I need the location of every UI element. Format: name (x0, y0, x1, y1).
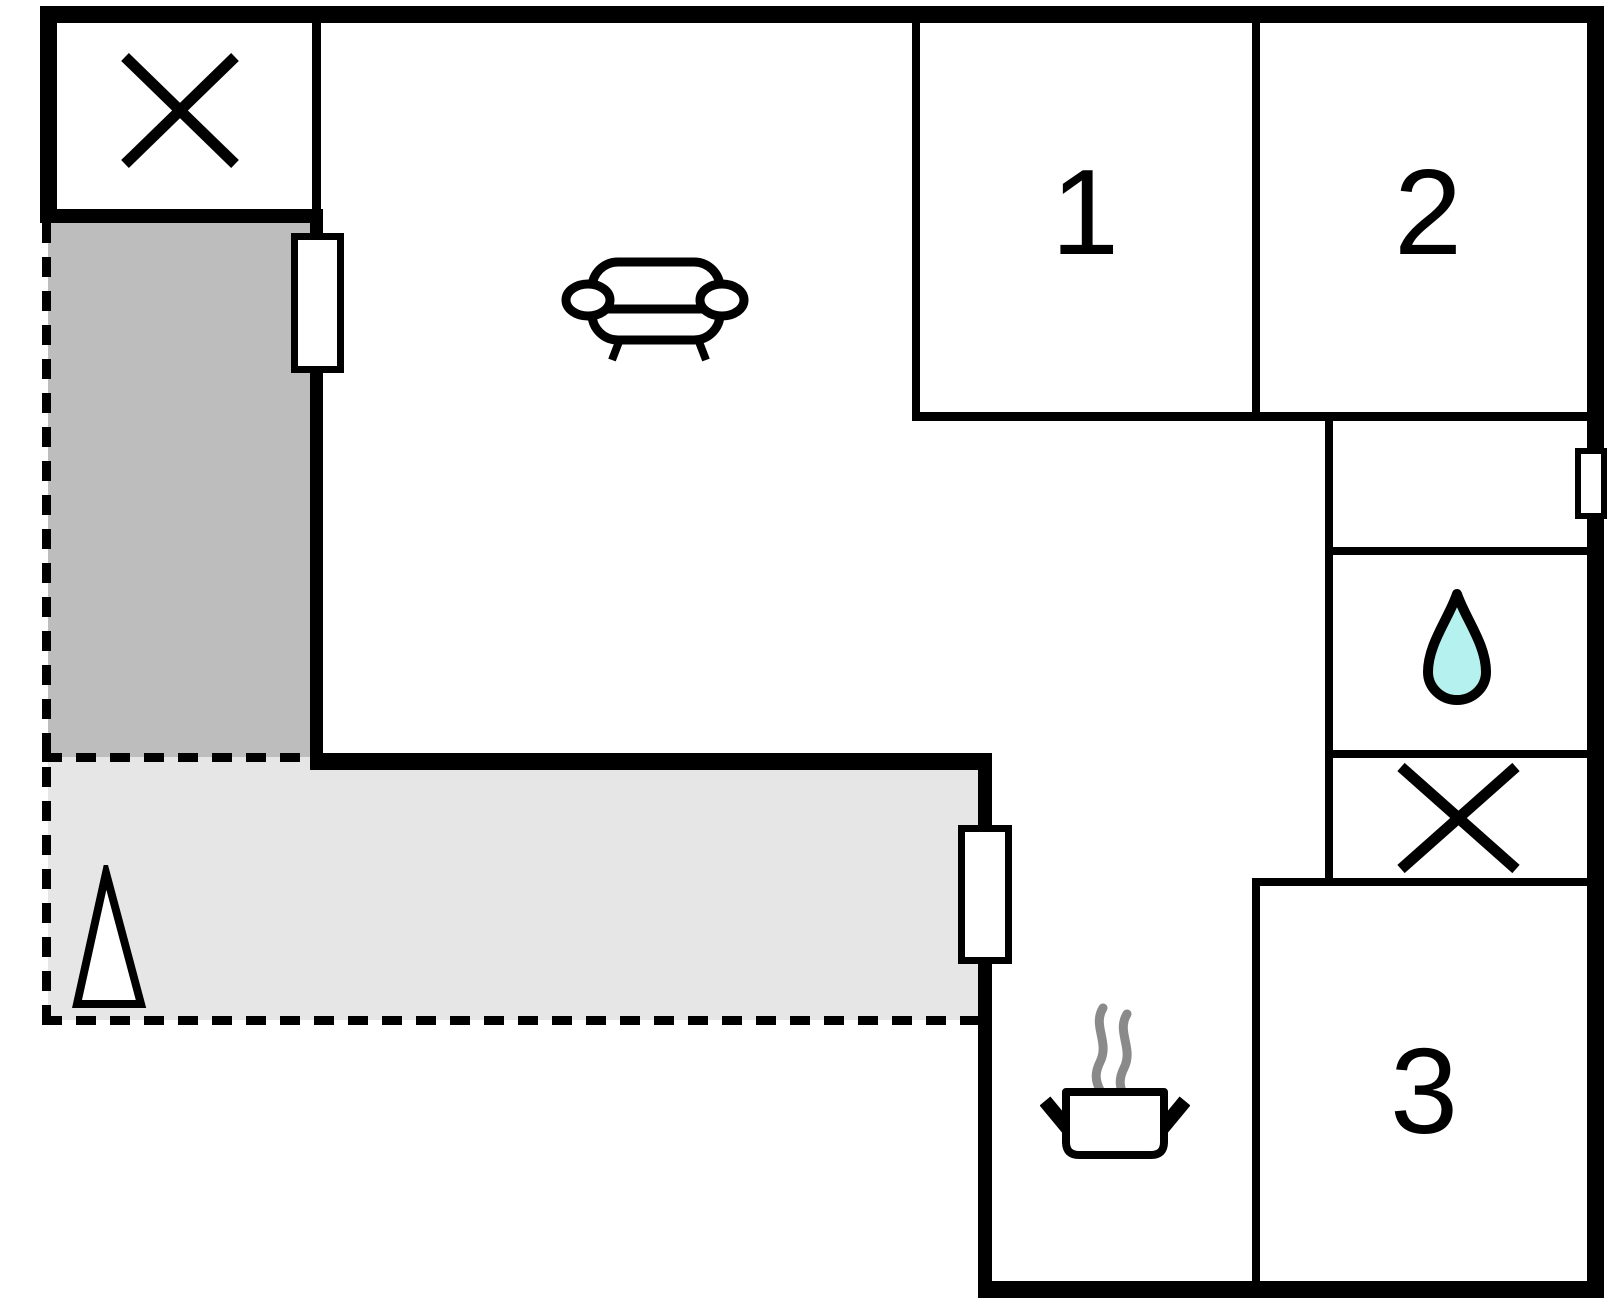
terrace-dashed-border-bottom (42, 1016, 978, 1025)
steam-icon (1091, 1003, 1108, 1095)
wall-right (1587, 6, 1604, 1298)
wall-bedrooms-south (912, 412, 1604, 421)
wall-bedroom3-north (1252, 878, 1587, 886)
covered-terrace-area (48, 223, 310, 757)
room-1-label: 1 (1051, 144, 1119, 280)
crossed-out-area-icon (121, 53, 239, 168)
wall-hallway-west (1325, 412, 1333, 886)
room-3-label: 3 (1390, 1023, 1458, 1159)
wall-top (40, 6, 1604, 23)
terrace-dashed-divider (42, 753, 310, 762)
terrace-dashed-border-left (42, 223, 51, 1025)
open-terrace-area (48, 757, 978, 1020)
sofa-icon (561, 257, 749, 362)
wall-hallway-bathroom-divider (1333, 547, 1587, 555)
wall-annex-left (40, 6, 57, 223)
cooking-pot-icon (1040, 1003, 1190, 1159)
wall-annex-right (312, 23, 321, 209)
water-drop-icon (1423, 589, 1491, 705)
wall-annex-bottom (40, 209, 323, 223)
terrace-triangle-icon (72, 865, 147, 1008)
wall-bedroom1-west (912, 23, 920, 421)
wall-bottom (978, 1281, 1604, 1298)
steam-icon (1115, 1009, 1132, 1101)
wall-bathroom-stairs-divider (1333, 750, 1587, 758)
window-kitchen-west (958, 825, 1012, 964)
window-living-west (291, 233, 344, 373)
wall-living-south (310, 753, 992, 770)
wall-bedroom3-west (1252, 878, 1260, 1281)
room-2-label: 2 (1394, 144, 1462, 280)
wall-bedroom-divider (1252, 23, 1260, 412)
crossed-out-area-icon (1397, 762, 1520, 874)
window-hallway-east (1575, 448, 1607, 519)
